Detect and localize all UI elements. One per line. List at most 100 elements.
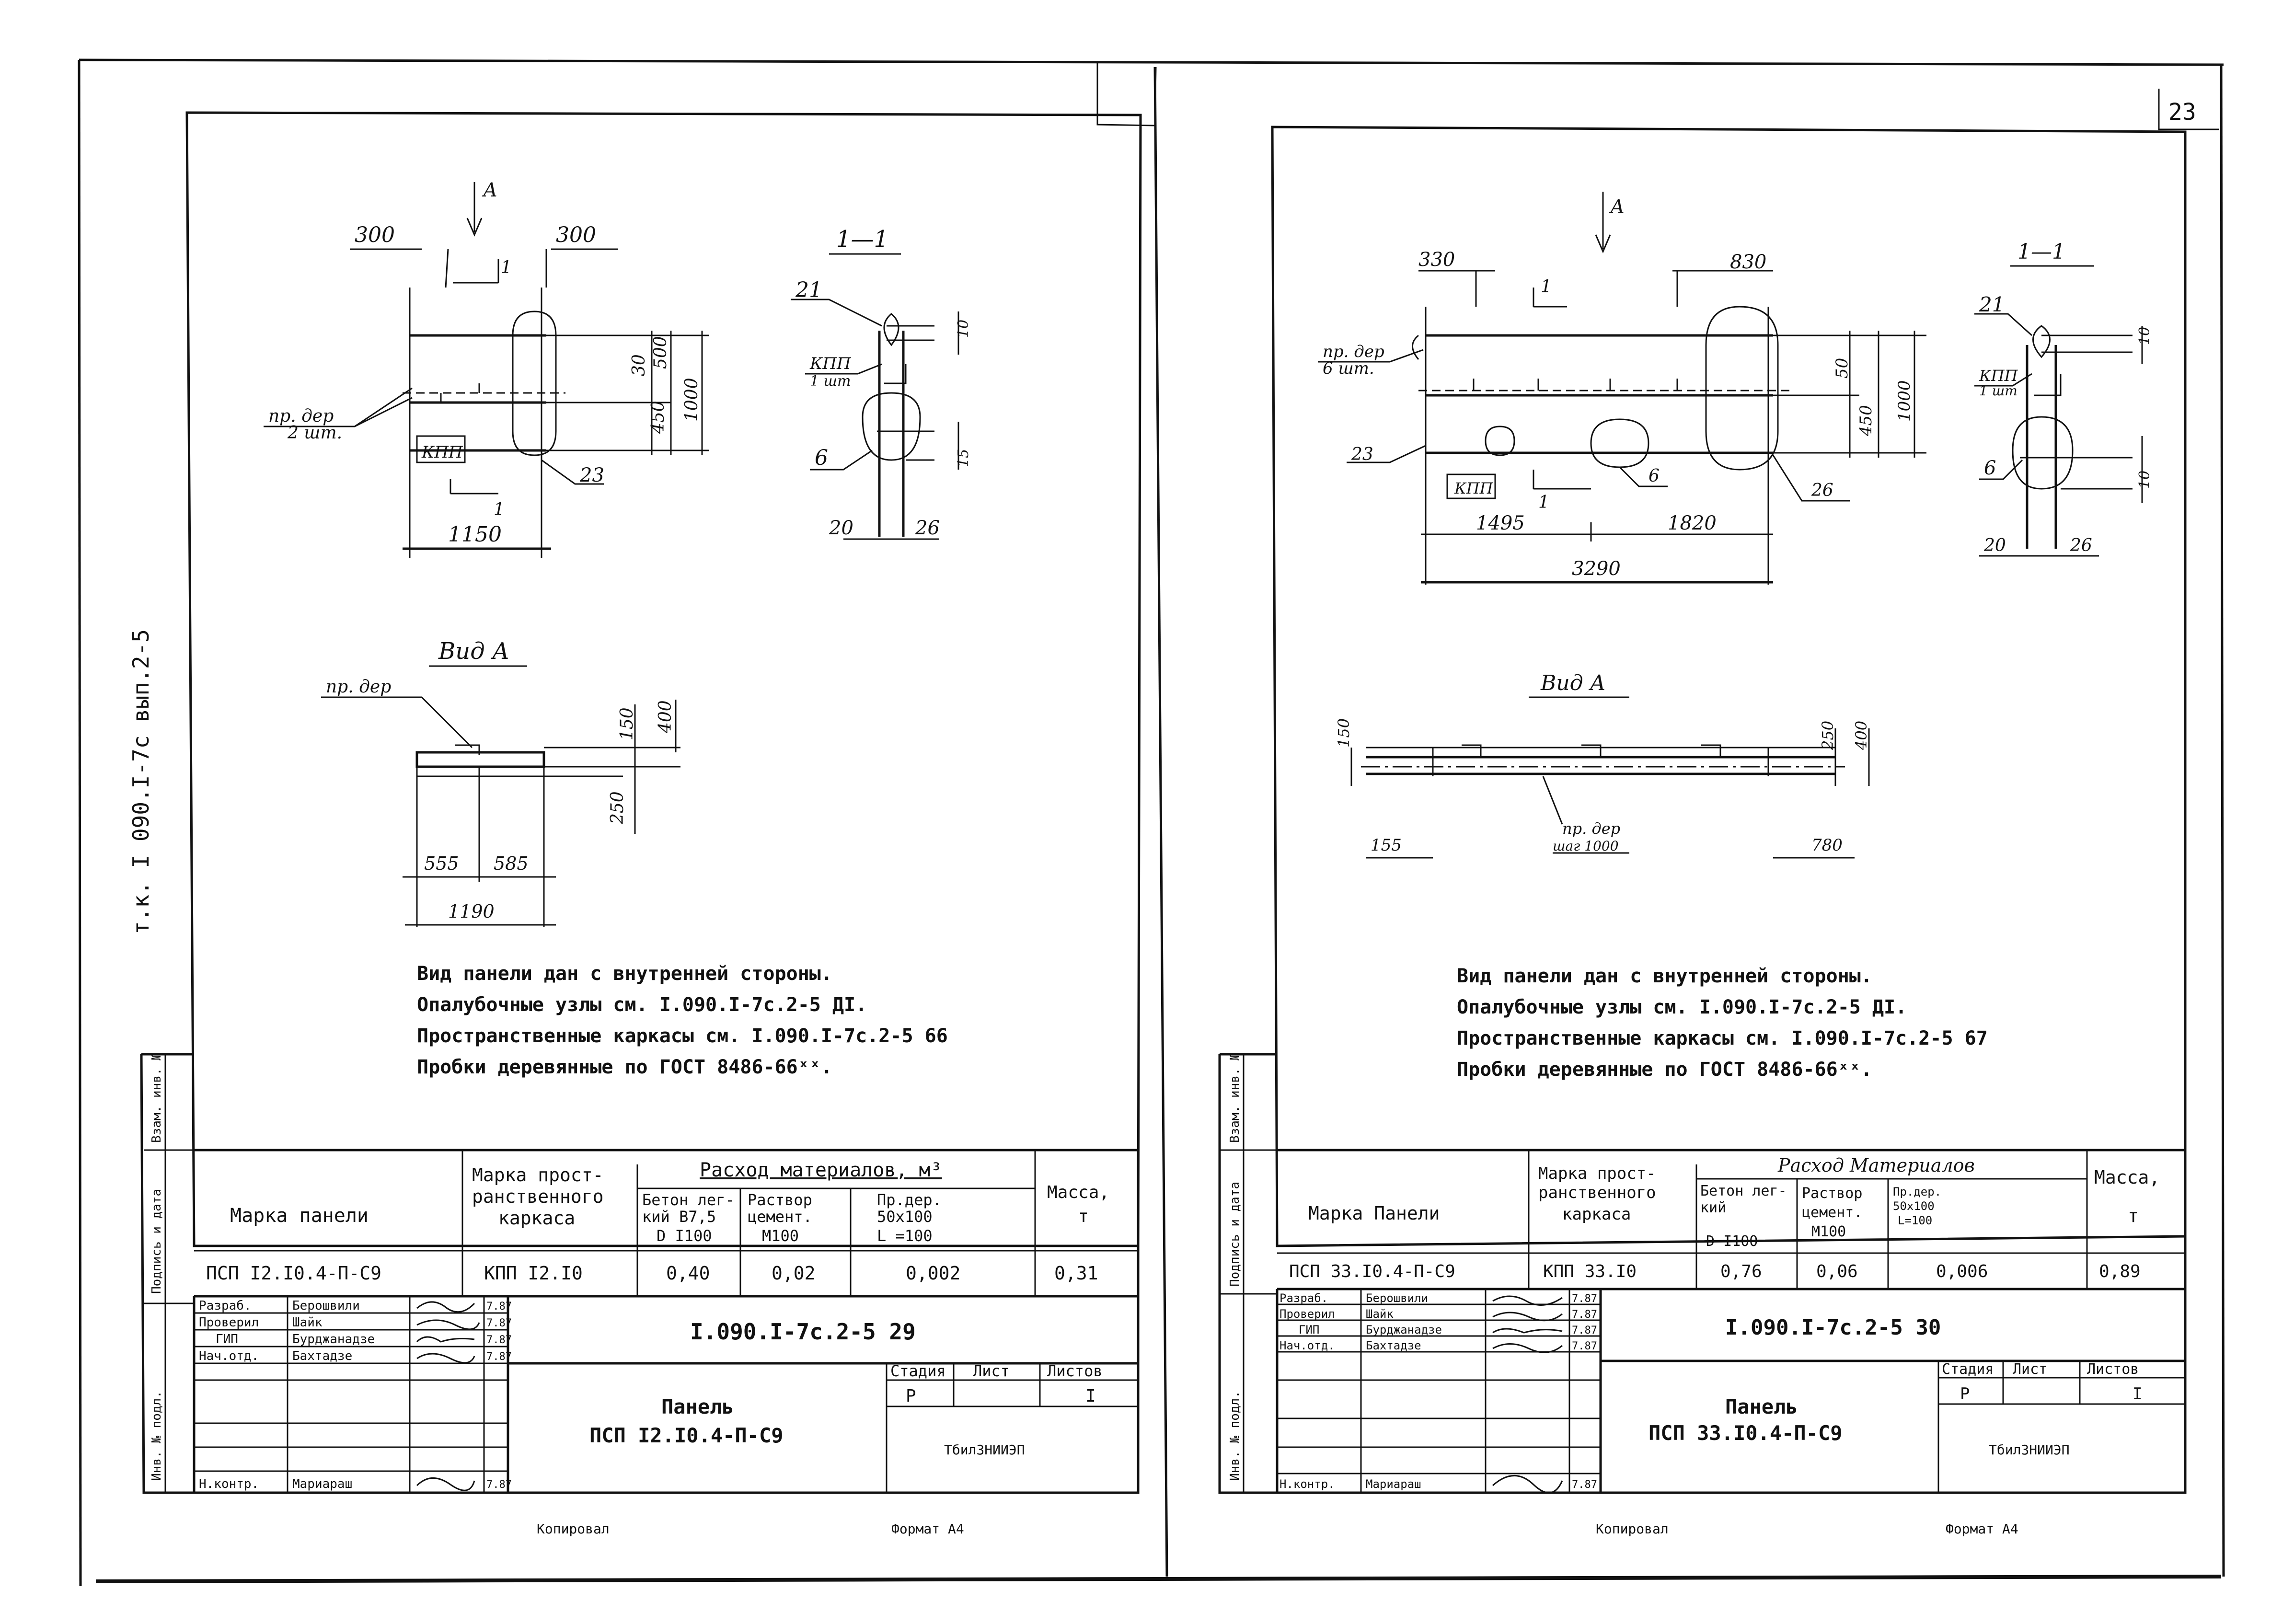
dim-300-left: 300 (355, 223, 395, 247)
stamp-stage-v: Р (1960, 1384, 1970, 1404)
footer-format: Формат А4 (891, 1521, 964, 1537)
sec-10: 10 (955, 320, 972, 338)
table-h-plugs-2: 50х100 (1893, 1199, 1935, 1213)
stamp-date-7: 7.87 (1572, 1479, 1597, 1491)
view-pr-der: пр. дер (326, 677, 391, 697)
dim-30: 30 (629, 354, 649, 376)
table-h-frame-3: каркаса (498, 1208, 575, 1229)
label-6: 6 (1648, 466, 1660, 486)
table-cell-concrete: 0,40 (666, 1263, 710, 1284)
table-cell-mark: ПСП I2.I0.4-П-С9 (206, 1263, 381, 1284)
page-number-box: 23 (2158, 89, 2219, 130)
dim-1000: 1000 (682, 378, 702, 422)
stamp-doc-code: I.090.I-7с.2-5 29 (690, 1319, 916, 1345)
cut-mark-top: 1 (501, 258, 512, 277)
label-pr-der: пр. дер (268, 406, 334, 426)
signature-4 (1492, 1343, 1563, 1353)
label-kpp: КПП (1454, 479, 1494, 497)
side-cell-replace: Взам. инв. № (1228, 1053, 1242, 1143)
stamp-role-3: ГИП (1299, 1323, 1319, 1336)
table-h-mortar-3: М100 (762, 1227, 799, 1245)
stamp-stage-v: Р (906, 1386, 916, 1406)
right-sheet: Взам. инв. № Подпись и дата Инв. № подл.… (1218, 126, 2187, 1537)
view-pr-der-step: шаг 1000 (1553, 838, 1619, 854)
footer-format: Формат А4 (1946, 1521, 2018, 1537)
right-materials-table: Марка Панели Марка прост- ранственного к… (1277, 1149, 2187, 1290)
note-3: Пространственные каркасы см. I.090.I-7с.… (1457, 1027, 1988, 1049)
stamp-name-4: Бахтадзе (1366, 1339, 1421, 1352)
sec-20: 20 (829, 517, 853, 539)
view-400: 400 (1852, 721, 1870, 750)
dim-330: 330 (1418, 249, 1455, 271)
stamp-role-2: Проверил (1280, 1307, 1335, 1321)
left-sheet: Взам. инв. № Подпись и дата Инв. № подл.… (140, 111, 1142, 1537)
dim-830: 830 (1730, 251, 1766, 273)
table-h-concrete-3: D I100 (657, 1227, 712, 1245)
note-4: Пробки деревянные по ГОСТ 8486-66ˣˣ. (417, 1056, 832, 1078)
table-cell-frame: КПП 33.I0 (1543, 1262, 1637, 1281)
stamp-date-7: 7.87 (486, 1479, 512, 1491)
stamp-role-3: ГИП (216, 1332, 238, 1347)
section-arrow-label: А (482, 179, 497, 201)
stamp-name-4: Бахтадзе (292, 1349, 352, 1363)
stamp-role-4: Нач.отд. (1280, 1339, 1335, 1352)
spread-frame (78, 58, 2225, 1587)
label-23: 23 (1351, 445, 1373, 464)
right-notes: Вид панели дан с внутренней стороны. Опа… (1457, 965, 1988, 1081)
stamp-name-2: Шайк (1366, 1307, 1394, 1321)
note-3: Пространственные каркасы см. I.090.I-7с.… (417, 1025, 948, 1047)
stamp-role-1: Разраб. (199, 1299, 252, 1313)
side-cell-replace: Взам. инв. № (150, 1053, 164, 1143)
stamp-date-2: 7.87 (486, 1317, 512, 1329)
sec-kpp: КПП (809, 354, 852, 373)
stamp-role-2: Проверил (199, 1315, 259, 1330)
stamp-org: ТбилЗНИИЭП (944, 1442, 1025, 1458)
table-h-plugs-3: L =100 (877, 1227, 933, 1245)
stamp-stage-h: Стадия (1942, 1361, 1994, 1378)
stamp-date-3: 7.87 (1572, 1325, 1597, 1336)
section-title: 1—1 (836, 226, 888, 253)
stamp-name-1: Берошвили (292, 1299, 360, 1313)
section-title: 1—1 (2017, 240, 2065, 264)
stamp-date-2: 7.87 (1572, 1309, 1597, 1321)
signature-1 (1492, 1295, 1563, 1306)
view-150: 150 (617, 707, 637, 740)
table-h-mortar-3: М100 (1811, 1223, 1846, 1240)
dim-3290: 3290 (1572, 558, 1621, 580)
stamp-role-1: Разраб. (1280, 1291, 1328, 1305)
table-h-concrete-1: Бетон лег- (642, 1191, 735, 1209)
note-1: Вид панели дан с внутренней стороны. (1457, 965, 1872, 987)
sec-10-lower: 10 (2136, 471, 2153, 489)
stamp-stage-h: Стадия (890, 1362, 946, 1380)
left-notes: Вид панели дан с внутренней стороны. Опа… (417, 963, 948, 1078)
dim-1150: 1150 (448, 522, 502, 547)
table-cell-mortar: 0,06 (1816, 1262, 1858, 1281)
side-cell-signature: Подпись и дата (150, 1189, 164, 1294)
sec-26: 26 (915, 517, 940, 539)
page-number: 23 (2168, 99, 2196, 126)
sec-10: 10 (2136, 327, 2153, 345)
stamp-sheets-h: Листов (1047, 1362, 1103, 1380)
sec-kpp: КПП (1979, 367, 2018, 385)
footer-copied: Копировал (1596, 1521, 1669, 1537)
dim-1000: 1000 (1895, 380, 1914, 422)
view-250: 250 (608, 791, 627, 825)
view-155: 155 (1371, 836, 1402, 855)
right-section-1-1: 1—1 21 КПП 1 шт 6 10 10 20 26 (1974, 240, 2153, 557)
label-kpp: КПП (421, 443, 463, 462)
section-arrow-label: А (1609, 196, 1625, 218)
stamp-date-1: 7.87 (1572, 1293, 1597, 1305)
table-h-concrete-2: кий В7,5 (642, 1208, 716, 1226)
cut-mark-top: 1 (1541, 277, 1552, 297)
table-h-consumption: Расход материалов, м³ (700, 1159, 942, 1181)
sec-6: 6 (815, 446, 828, 470)
view-400: 400 (656, 700, 675, 734)
signature-3 (1492, 1328, 1563, 1334)
table-cell-mark: ПСП 33.I0.4-П-С9 (1289, 1262, 1455, 1281)
left-title-block: Разраб. Проверил ГИП Нач.отд. Н.контр. Б… (193, 1296, 1140, 1494)
table-h-mortar-1: Раствор (1802, 1185, 1862, 1202)
left-plan-view: А 300 300 1 30 500 450 1000 пр. дер 2 (264, 179, 709, 558)
signature-1 (416, 1301, 475, 1313)
table-cell-frame: КПП I2.I0 (484, 1263, 583, 1284)
